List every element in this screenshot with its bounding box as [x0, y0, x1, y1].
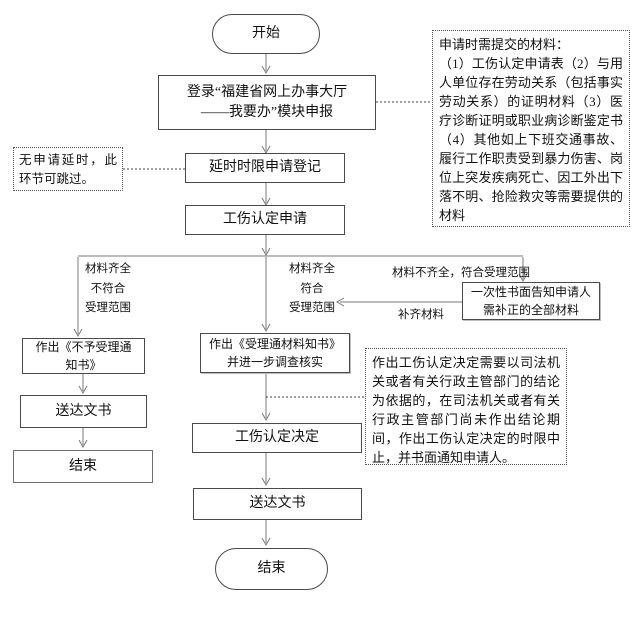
end-left-node: 结束 [13, 450, 153, 483]
deliver-document-step: 送达文书 [193, 488, 362, 520]
delay-registration-step: 延时时限申请登记 [185, 153, 345, 183]
injury-application-step: 工伤认定申请 [185, 205, 345, 235]
acceptance-notice-step: 作出《受理通材料知书》 并进一步调查核实 [200, 333, 350, 373]
skip-annotation: 无申请延时，此环节可跳过。 [13, 147, 123, 191]
branch-label-left: 材料齐全 不符合 受理范围 [85, 263, 131, 314]
decision-annotation: 作出工伤认定决定需要以司法机关或者有关行政主管部门的结论为依据的，在司法机关或者… [365, 348, 567, 465]
branch-label-center: 材料齐全 符合 受理范围 [289, 263, 335, 314]
injury-decision-step: 工伤认定决定 [192, 423, 362, 453]
end-terminator: 结束 [215, 548, 328, 590]
login-step: 登录“福建省网上办事大厅 ——我要办”模块申报 [158, 75, 376, 130]
deliver-document-left-step: 送达文书 [20, 395, 147, 428]
branch-label-right: 材料不齐全，符合受理范围 [392, 267, 530, 279]
start-terminator: 开始 [212, 14, 320, 54]
materials-annotation: 申请时需提交的材料： （1）工伤认定申请表（2）与用人单位存在劳动关系（包括事实… [432, 30, 630, 227]
supplement-request-step: 一次性书面告知申请人 需补正的全部材料 [462, 282, 600, 320]
reject-notice-step: 作出《不予受理通 知书》 [22, 338, 145, 374]
supplement-materials-label: 补齐材料 [398, 309, 444, 321]
